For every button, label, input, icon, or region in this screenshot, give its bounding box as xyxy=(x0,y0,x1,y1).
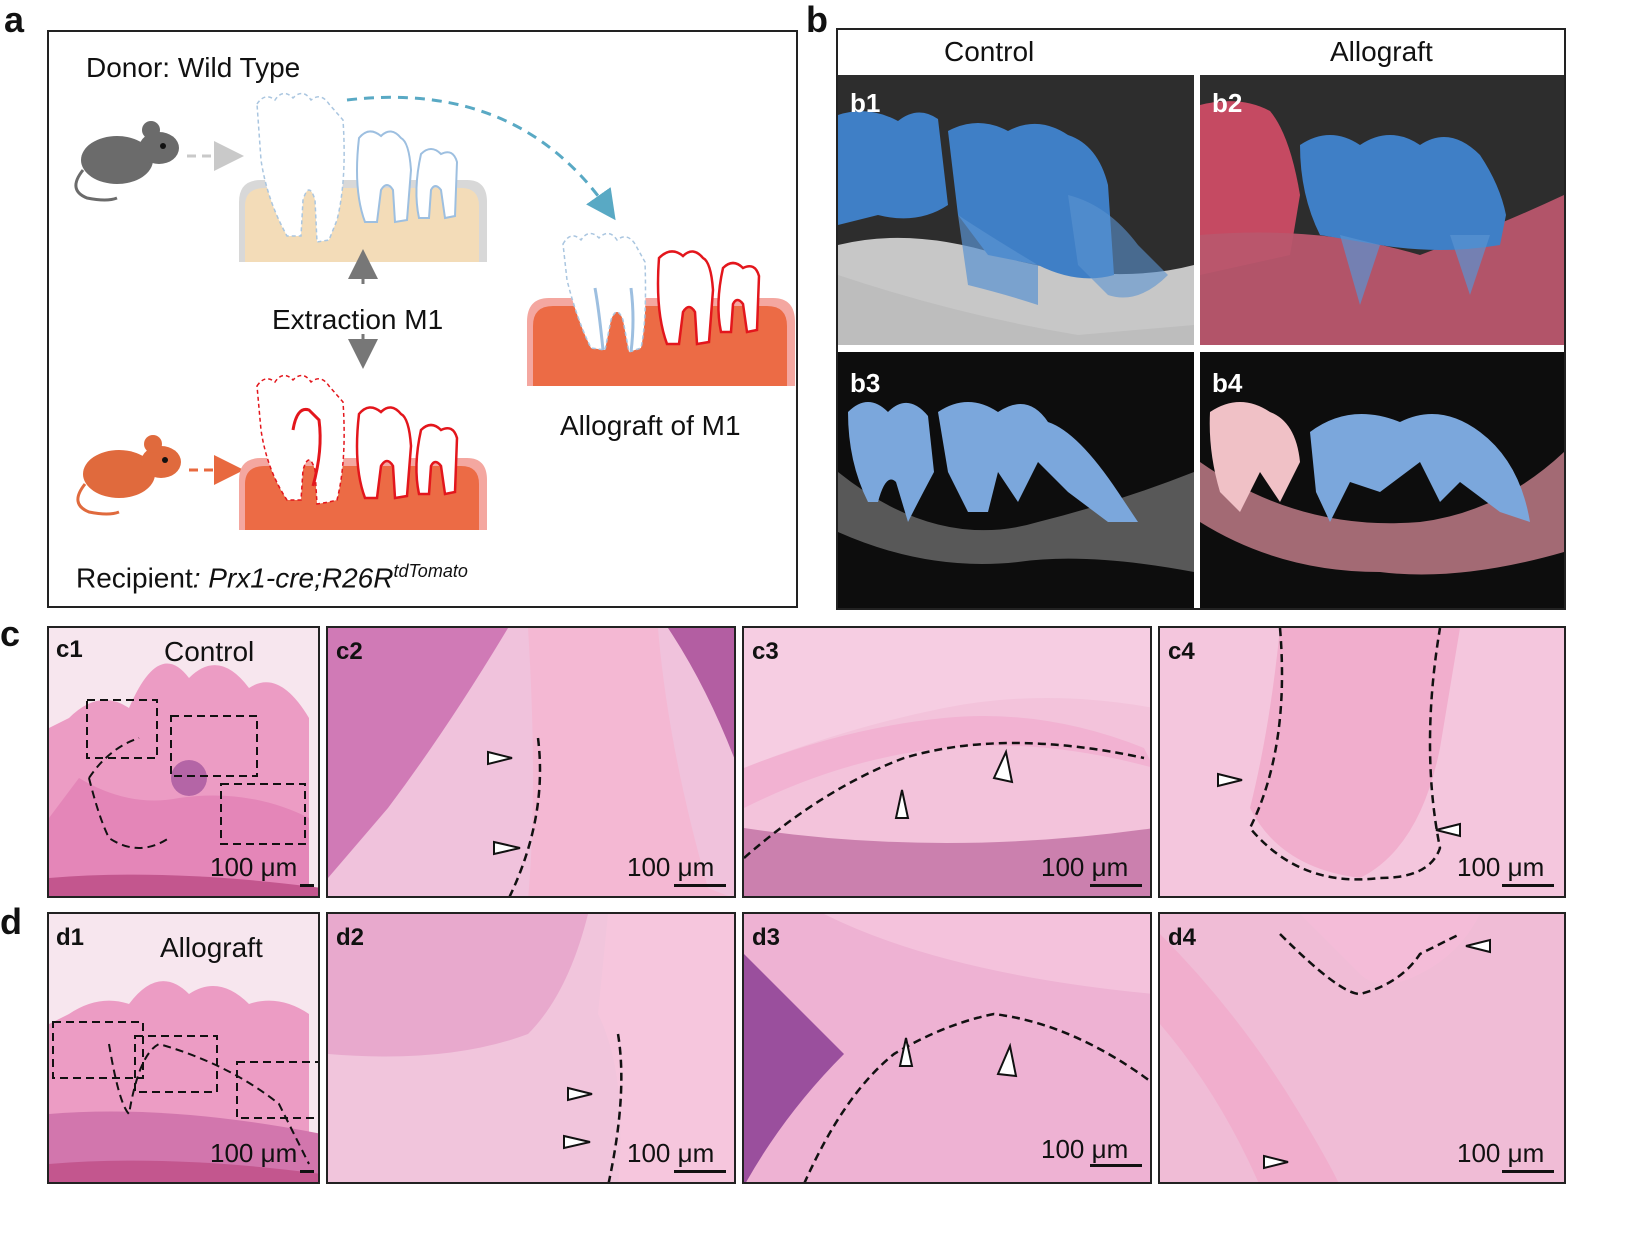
panel-b4-ct-slice xyxy=(1200,352,1564,608)
c1-scalebar xyxy=(300,884,314,887)
label-b1: b1 xyxy=(850,88,881,118)
label-d2: d2 xyxy=(336,924,365,951)
label-b3: b3 xyxy=(850,368,881,398)
c1-title: Control xyxy=(164,636,255,667)
c1-scale-label: 100 μm xyxy=(210,852,298,882)
label-d1: d1 xyxy=(56,924,85,951)
panel-c3-histology xyxy=(742,626,1152,898)
c3-scalebar xyxy=(1090,884,1142,887)
donor-label: Donor: Wild Type xyxy=(86,52,301,83)
panel-a-frame xyxy=(47,30,798,608)
donor-jaw-tooth-icon xyxy=(239,92,487,262)
donor-mouse-icon xyxy=(74,121,179,202)
panel-letter-b: b xyxy=(806,0,828,40)
d1-scale-label: 100 μm xyxy=(210,1138,298,1168)
panel-b3-ct-slice xyxy=(838,352,1194,608)
allograft-jaw-tooth-icon xyxy=(527,232,795,386)
panel-c1-histology xyxy=(47,626,320,898)
label-d3: d3 xyxy=(752,924,781,951)
d4-scale-label: 100 μm xyxy=(1457,1138,1545,1168)
d2-scalebar xyxy=(674,1170,726,1173)
recipient-superscript: tdTomato xyxy=(393,561,468,581)
panel-letter-d: d xyxy=(0,901,22,942)
label-d4: d4 xyxy=(1168,924,1197,951)
c4-scale-label: 100 μm xyxy=(1457,852,1545,882)
col-control-label: Control xyxy=(944,36,1035,67)
allograft-label: Allograft of M1 xyxy=(560,410,741,441)
label-b2: b2 xyxy=(1212,88,1243,118)
recipient-mouse-icon xyxy=(76,435,181,516)
d3-scalebar xyxy=(1090,1164,1142,1167)
c2-scalebar xyxy=(674,884,726,887)
panel-c4-histology xyxy=(1158,626,1566,898)
panel-letter-a: a xyxy=(4,0,25,40)
label-c4: c4 xyxy=(1168,638,1195,665)
panel-a-schematic xyxy=(74,92,795,530)
panel-d1-histology xyxy=(47,912,320,1184)
recipient-prefix: Recipient xyxy=(76,562,193,594)
extraction-label: Extraction M1 xyxy=(272,304,444,335)
label-c3: c3 xyxy=(752,638,779,665)
c2-scale-label: 100 μm xyxy=(627,852,715,882)
panel-b2-ct-render xyxy=(1200,75,1564,345)
recipient-label: Recipient: Prx1-cre;R26RtdTomato xyxy=(76,562,468,592)
panel-letter-c: c xyxy=(0,613,21,654)
c4-scalebar xyxy=(1502,884,1554,887)
d3-scale-label: 100 μm xyxy=(1041,1134,1129,1164)
d1-title: Allograft xyxy=(160,932,263,963)
c3-scale-label: 100 μm xyxy=(1041,852,1129,882)
panel-d2-histology xyxy=(326,912,736,1184)
recipient-jaw-tooth-icon xyxy=(239,374,487,530)
d2-scale-label: 100 μm xyxy=(627,1138,715,1168)
col-allograft-label: Allograft xyxy=(1330,36,1433,67)
panel-d3-histology xyxy=(742,912,1152,1184)
recipient-genotype: : Prx1-cre;R26R xyxy=(192,562,394,594)
panel-d4-histology xyxy=(1158,912,1566,1184)
d1-scalebar xyxy=(300,1170,314,1173)
d4-scalebar xyxy=(1502,1170,1554,1173)
label-b4: b4 xyxy=(1212,368,1243,398)
panel-b1-ct-render xyxy=(838,75,1194,345)
panel-c2-histology xyxy=(326,626,736,898)
label-c2: c2 xyxy=(336,638,363,665)
label-c1: c1 xyxy=(56,636,83,663)
